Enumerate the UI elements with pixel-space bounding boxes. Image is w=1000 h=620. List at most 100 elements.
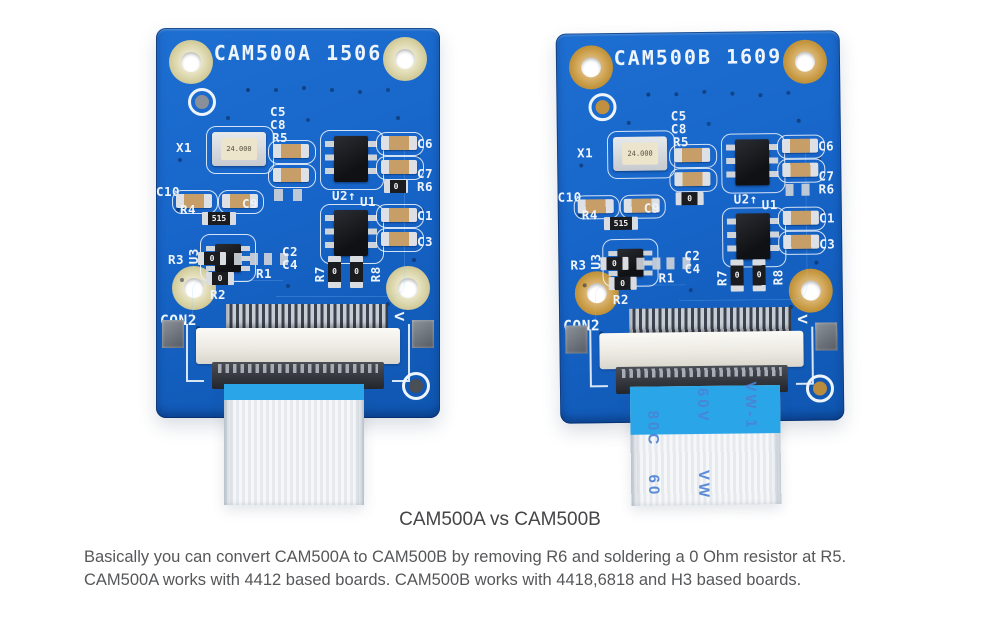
smd-capacitor: [381, 136, 417, 150]
silkscreen-label-c6: C6: [417, 136, 434, 151]
component-outline: [376, 204, 424, 228]
pin1-arrow: ↑: [749, 191, 758, 207]
silkscreen-label-r7: R7: [714, 269, 730, 287]
silkscreen-label-u2: U2: [733, 191, 750, 207]
smd-resistor-r8: 0: [350, 256, 363, 288]
mounting-hole: [568, 45, 614, 90]
empty-solder-pads-r5: [274, 189, 302, 201]
ffc-connector-body: [196, 328, 400, 364]
solder-pads: [264, 253, 288, 265]
cable-marking: VW-1: [741, 381, 760, 431]
cable-stiffener: [224, 384, 364, 400]
comparison-description: Basically you can convert CAM500A to CAM…: [84, 548, 847, 590]
silkscreen-label-c4: C4: [282, 257, 299, 272]
silkscreen-label-u2: U2: [332, 188, 349, 203]
fiducial-marker: [188, 88, 216, 116]
via-dots: [646, 92, 651, 97]
smd-capacitor: [381, 160, 417, 174]
comparison-title: CAM500A vs CAM500B: [399, 509, 601, 530]
silkscreen-label-r1: R1: [256, 266, 273, 281]
ic-u1: [325, 210, 377, 256]
smd-capacitor: [782, 210, 819, 225]
smd-resistor-r4: 515: [202, 212, 236, 225]
component-outline: [268, 164, 316, 188]
silkscreen-label-c2: C2: [282, 244, 299, 259]
cable-marking: 60: [645, 474, 663, 498]
smd-resistor-r4: 515: [603, 216, 639, 231]
silkscreen-label-c1: C1: [818, 210, 836, 226]
crystal-marking: 24.000: [621, 142, 659, 165]
mounting-hole: [383, 37, 427, 81]
ribbon-cable-printed: 80C 60V VW-1 60 VW: [629, 381, 782, 506]
smd-resistor-r7: 0: [730, 259, 744, 292]
silkscreen-label-r2: R2: [612, 291, 630, 308]
connector-anchor-pad: [565, 325, 588, 354]
pin1-arrow: ↑: [348, 188, 357, 203]
silkscreen-label-x1: X1: [576, 145, 594, 161]
mounting-hole: [169, 40, 213, 84]
ffc-pins: [226, 304, 388, 330]
mounting-hole: [788, 268, 834, 313]
smd-resistor-r2: 0: [608, 276, 637, 291]
smd-capacitor: [381, 232, 417, 246]
smd-resistor-r7: 0: [328, 256, 341, 288]
empty-solder-pads-r6: [785, 183, 810, 196]
silkscreen-label-c9: C9: [242, 196, 259, 211]
test-point: [402, 372, 430, 400]
fiducial-marker: [588, 93, 617, 122]
silkscreen-label-c5: C5: [270, 104, 287, 119]
smd-capacitor: [781, 138, 819, 153]
silkscreen-label-x1: X1: [176, 140, 193, 155]
smd-resistor-r3: 0: [600, 256, 629, 271]
silkscreen-label-c3: C3: [417, 234, 434, 249]
smd-capacitor: [674, 147, 711, 163]
silkscreen-bracket: [186, 324, 204, 382]
silkscreen-bracket: [392, 324, 410, 382]
silkscreen-label-r8: R8: [770, 269, 786, 286]
silkscreen-label-r3: R3: [168, 252, 185, 267]
component-outline: [218, 190, 264, 214]
component-outline: [376, 132, 424, 156]
ribbon-cable-white: [224, 384, 364, 505]
silkscreen-label-r8: R8: [367, 266, 383, 283]
smd-capacitor: [783, 234, 820, 249]
resistor-r5: 0: [675, 191, 704, 206]
smd-resistor-r8: 0: [752, 259, 766, 292]
silkscreen-label-r1: R1: [658, 270, 675, 286]
solder-pads: [234, 253, 258, 265]
resistor-r6: 0: [384, 180, 408, 193]
silkscreen-label-r4: R4: [180, 202, 197, 217]
ic-u2: [325, 136, 377, 182]
board-title: CAM500A 1506: [213, 41, 383, 65]
smd-capacitor: [674, 171, 711, 187]
silkscreen-label-c8: C8: [270, 117, 287, 132]
silkscreen-label-r2: R2: [210, 287, 227, 302]
via-dots: [246, 88, 250, 92]
smd-capacitor: [273, 168, 309, 182]
mounting-hole: [386, 266, 430, 310]
cable-marking: VW: [694, 469, 713, 501]
silkscreen-label-c1: C1: [417, 208, 434, 223]
crystal-marking: 24.000: [221, 138, 257, 160]
silkscreen-label-r4: R4: [581, 207, 598, 223]
solder-pads: [636, 257, 661, 270]
smd-capacitor: [273, 144, 309, 158]
silkscreen-label-c9: C9: [643, 200, 660, 216]
ffc-connector-body: [599, 330, 804, 370]
component-outline: [268, 140, 316, 164]
silkscreen-label-r6: R6: [417, 179, 434, 194]
ic-u1: [735, 213, 771, 260]
pin1-mark: <: [394, 306, 406, 327]
smd-resistor-r3: 0: [198, 252, 226, 265]
smd-capacitor: [782, 162, 819, 177]
smd-capacitor: [176, 194, 212, 208]
silkscreen-label-c6: C6: [817, 138, 835, 154]
crystal-oscillator: 24.000: [612, 136, 668, 172]
component-outline: [376, 156, 424, 180]
silkscreen-label-r7: R7: [311, 266, 327, 283]
component-outline: [172, 190, 218, 214]
cable-marking: 80C: [644, 410, 662, 448]
pcb-cam500b: CAM500B 1609 24.000 X1 C5 C8 R5 0 C10 R4…: [555, 30, 845, 506]
mounting-hole: [782, 39, 828, 84]
silkscreen-label-r6: R6: [818, 181, 835, 197]
